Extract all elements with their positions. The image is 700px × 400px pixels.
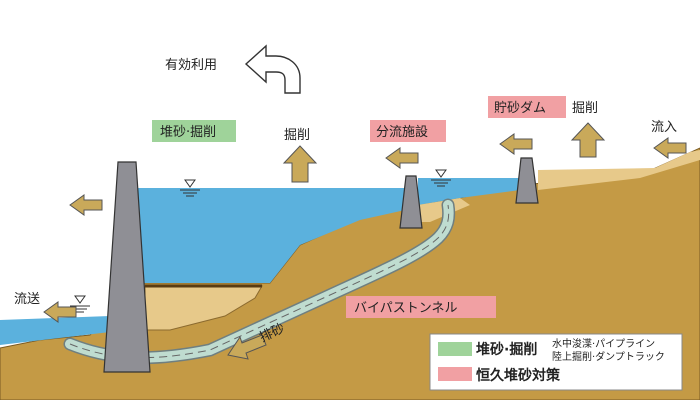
upper-pond-water — [418, 178, 520, 205]
legend-swatch-pink — [438, 367, 472, 381]
sedimentation-excavation-label: 堆砂·掘削 — [160, 125, 216, 140]
diversion-facility-box — [370, 120, 446, 142]
downstream-left-arrow-icon — [43, 301, 77, 323]
excavation-label-1: 掘削 — [284, 128, 310, 143]
water-level-symbol-main — [180, 179, 200, 197]
reservoir-water — [135, 188, 405, 283]
diversion-facility-label: 分流施設 — [376, 124, 428, 140]
inflow-label: 流入 — [651, 120, 677, 135]
sedimentation-excavation-box — [152, 120, 236, 142]
check-dam — [515, 157, 539, 204]
main-dam-left-arrow-icon — [69, 194, 103, 216]
excavation-up-arrow-icon — [282, 145, 318, 183]
upstream-sediment — [538, 150, 700, 190]
effective-use-label: 有効利用 — [165, 58, 217, 73]
excavation-label-2: 掘削 — [572, 101, 598, 116]
water-level-symbol-upper — [431, 169, 451, 187]
downstream-water — [0, 316, 110, 345]
check-dam-excavation-up-arrow-icon — [570, 122, 606, 158]
outflow-label: 流送 — [14, 292, 40, 307]
check-dam-box — [488, 96, 566, 118]
bypass-tunnel-label: バイパストンネル — [354, 301, 457, 316]
bypass-tunnel-box — [346, 296, 496, 318]
diversion-weir — [399, 175, 423, 229]
legend-item1-detail-2: 陸上掘削·ダンプトラック — [552, 350, 665, 363]
legend: 堆砂·掘削 水中浚渫·パイプライン 陸上掘削·ダンプトラック 恒久堆砂対策 — [429, 333, 683, 391]
main-dam — [103, 161, 151, 373]
inflow-arrow-icon — [653, 137, 687, 159]
check-dam-left-arrow-icon — [499, 133, 533, 155]
legend-swatch-green — [438, 342, 472, 356]
check-dam-label: 貯砂ダム — [494, 101, 546, 116]
legend-item1-detail-1: 水中浚渫·パイプライン — [552, 337, 655, 350]
legend-item2-title: 恒久堆砂対策 — [476, 367, 561, 384]
legend-item1-title: 堆砂·掘削 — [476, 341, 537, 358]
sediment-discharge-arrow-icon — [227, 334, 267, 360]
diversion-left-arrow-icon — [385, 147, 419, 169]
effective-use-arrow-icon — [244, 44, 301, 94]
